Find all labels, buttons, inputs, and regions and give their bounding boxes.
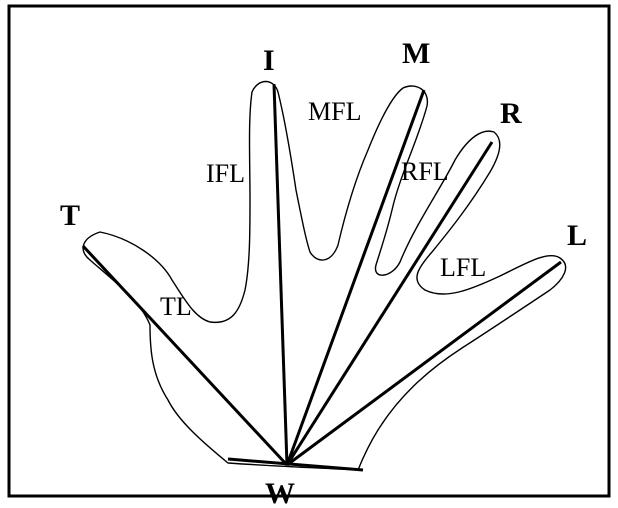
little-tip-label: L xyxy=(567,219,587,252)
middle-tip-label: M xyxy=(402,37,430,70)
ring-finger-length-line xyxy=(285,141,494,466)
figure-frame xyxy=(7,4,611,498)
thumb-tip-label: T xyxy=(60,199,80,232)
wrist-baseline xyxy=(227,457,364,472)
index-finger-length-line xyxy=(272,83,289,466)
little-finger-length-label: LFL xyxy=(440,253,486,282)
little-finger-length-line xyxy=(286,260,562,467)
thumb-length-label: TL xyxy=(160,292,192,321)
wrist-point-label: W xyxy=(265,477,295,508)
middle-finger-length-label: MFL xyxy=(308,97,361,126)
ring-finger-length-label: RFL xyxy=(401,157,449,186)
hand-outline xyxy=(82,80,567,471)
ring-tip-label: R xyxy=(500,97,522,130)
thumb-length-line xyxy=(81,244,289,467)
index-tip-label: I xyxy=(263,44,275,77)
middle-finger-length-line xyxy=(285,89,426,466)
index-finger-length-label: IFL xyxy=(206,159,245,188)
